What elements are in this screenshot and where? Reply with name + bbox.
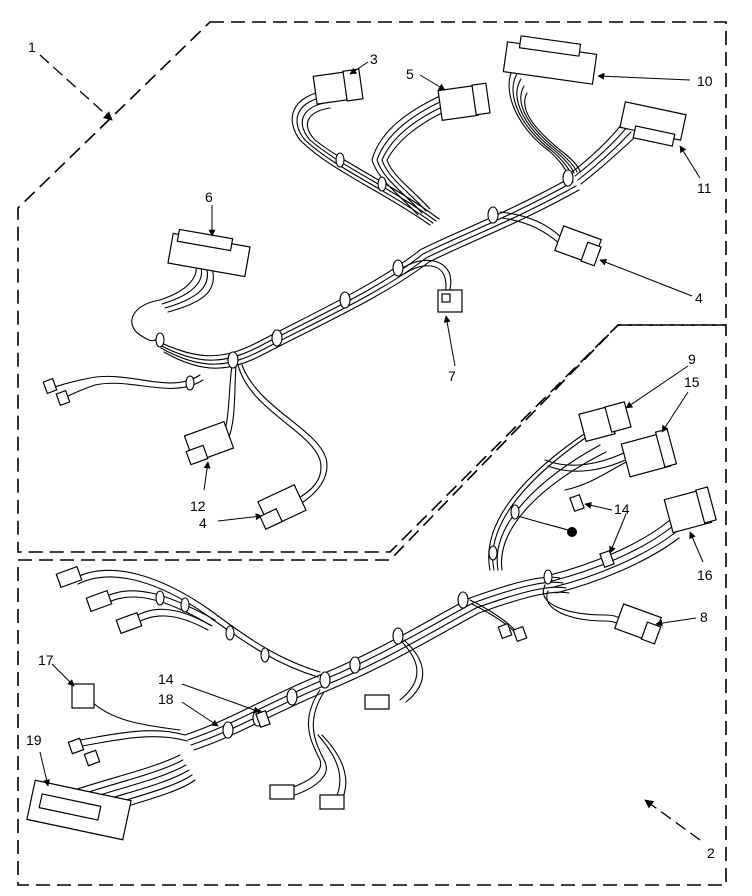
callout-labels: 1 2 3 5 10 11 4 6 7 12 4 9 15 14 16 8 17… [26, 39, 715, 861]
wire-tie-14-upper [569, 493, 585, 513]
callout-18: 18 [158, 691, 174, 707]
callout-4-upper: 4 [695, 290, 703, 306]
connector-8 [613, 603, 663, 645]
connector-4-upper [553, 225, 603, 267]
callout-8: 8 [700, 609, 708, 625]
callout-2: 2 [707, 845, 715, 861]
upper-clips [155, 152, 574, 391]
connector-9 [578, 401, 632, 443]
connector-4-lower [257, 484, 307, 530]
callout-16: 16 [697, 567, 713, 583]
callout-7: 7 [448, 368, 456, 384]
harness-1-boundary [17, 21, 727, 553]
callout-10: 10 [697, 73, 713, 89]
lower-clips [155, 504, 553, 739]
lower-harness [26, 401, 717, 841]
callout-9: 9 [688, 351, 696, 367]
callout-14-left: 14 [158, 671, 174, 687]
leader-lines [39, 54, 704, 841]
callout-1: 1 [28, 39, 36, 55]
harness-2-boundary [17, 324, 727, 886]
upper-trunk [154, 177, 580, 369]
connector-7 [437, 289, 463, 313]
callout-3: 3 [370, 51, 378, 67]
callout-6: 6 [205, 189, 213, 205]
connector-12 [183, 420, 235, 466]
connector-11 [619, 101, 687, 147]
wire-tie-14-right [599, 549, 615, 569]
callout-17: 17 [38, 652, 54, 668]
lower-trunk [184, 576, 570, 751]
connector-10 [502, 35, 598, 85]
connector-5 [437, 82, 491, 122]
connector-3 [312, 68, 364, 105]
callout-5: 5 [406, 66, 414, 82]
connector-17 [71, 683, 95, 709]
connector-6 [167, 228, 251, 278]
callout-4-lower: 4 [199, 515, 207, 531]
terminals-upper-left [42, 377, 71, 407]
terminals-lower [55, 527, 577, 810]
upper-harness [42, 35, 687, 530]
connector-19 [26, 779, 132, 841]
callout-19: 19 [26, 732, 42, 748]
callout-11: 11 [697, 180, 712, 196]
callout-15: 15 [684, 374, 700, 390]
connector-16 [663, 486, 717, 534]
callout-12: 12 [190, 498, 206, 514]
callout-14-right: 14 [614, 501, 630, 517]
connector-15 [620, 428, 678, 478]
